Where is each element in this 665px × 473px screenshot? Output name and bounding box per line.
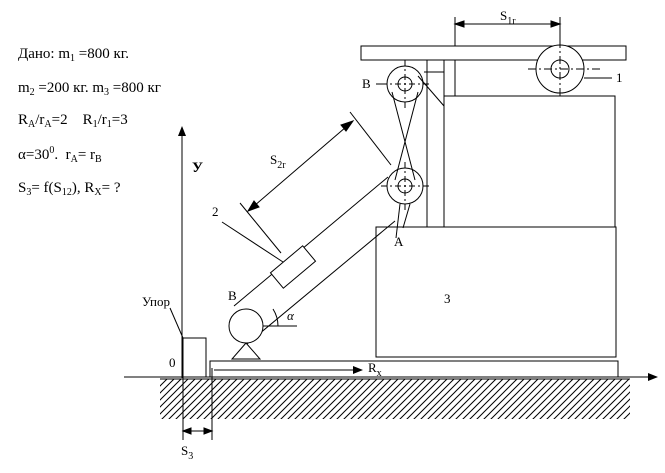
rope-cross-2 (394, 91, 419, 181)
point-a-label: A (394, 234, 404, 249)
body1-label: 1 (616, 70, 623, 85)
vertical-post (426, 59, 445, 228)
given-line-radii-ratios: RA/rA=2 R1/r1=3 (18, 112, 128, 130)
pulley-b-top-label: B (362, 76, 371, 91)
given-line-masses: m2 =200 кг. m3 =800 кг (18, 80, 161, 98)
base-platform (209, 360, 619, 378)
s3-arrow-left (181, 427, 192, 435)
s2-dimension (253, 126, 347, 207)
stop-leader (169, 307, 184, 339)
body2-label: 2 (212, 204, 219, 219)
pulley-b-bottom-support (230, 342, 262, 360)
body3-block (375, 226, 617, 358)
body2-leader (221, 221, 284, 263)
s3-arrow-right (203, 427, 214, 435)
s1-arrow-left (453, 20, 465, 28)
body3-label: 3 (444, 291, 451, 306)
pulley-b-bottom (228, 308, 264, 344)
body2-slider (269, 245, 317, 289)
s3-label: S3 (181, 443, 193, 462)
pulley-b-bottom-label: B (228, 288, 237, 303)
incline-rope-upper (233, 176, 389, 307)
stop-block (182, 337, 207, 378)
upper-block (443, 95, 616, 228)
upor-label: Упор (142, 294, 170, 309)
ground-hatching (160, 379, 630, 419)
rope-down-1 (395, 203, 401, 239)
rope-cross-1 (391, 91, 416, 181)
s1-label: S1r (500, 8, 516, 27)
s2-arrow-1 (246, 200, 260, 212)
s2-label: S2r (270, 152, 286, 171)
given-line-angle: α=300. rA= rB (18, 145, 102, 165)
s2-ext-2 (349, 111, 392, 166)
s2-arrow-2 (340, 120, 355, 132)
rope-down-2 (402, 203, 411, 229)
top-beam (360, 45, 627, 61)
given-line-mass1: Дано: m1 =800 кг. (18, 46, 129, 64)
origin-label: 0 (169, 355, 176, 370)
alpha-arc (272, 308, 279, 327)
rope-to-post (417, 75, 445, 107)
given-line-unknowns: S3= f(S12), RX= ? (18, 180, 121, 198)
y-axis-label: У (192, 160, 203, 176)
incline-rope-lower (246, 220, 396, 345)
s2-ext-1 (239, 202, 282, 254)
alpha-label: α (287, 308, 295, 323)
rx-label: Rx (368, 360, 382, 379)
s1-arrow-right (550, 20, 562, 28)
